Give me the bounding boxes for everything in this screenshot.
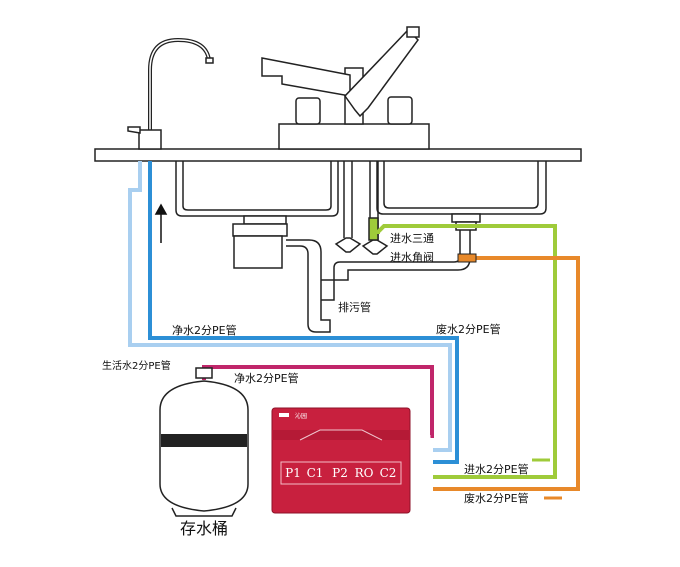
pure-water-pipe-label-top: 净水2分PE管: [172, 323, 237, 337]
pure-water-pipe-label-tank: 净水2分PE管: [234, 371, 299, 385]
storage-tank: [159, 367, 249, 517]
storage-tank-label: 存水桶: [180, 519, 228, 538]
waste-clamp: [457, 253, 477, 263]
drain-pipe-label: 排污管: [338, 300, 371, 314]
angle-valve-label: 进水角阀: [390, 250, 434, 264]
waste-water-pipe-label-bottom: 废水2分PE管: [464, 491, 529, 505]
filter-ro: RO: [355, 466, 374, 480]
sink: [94, 148, 582, 217]
inlet-tee-label: 进水三通: [390, 232, 434, 245]
filter-p1: P1: [285, 466, 301, 480]
filter-c1: C1: [307, 466, 324, 480]
domestic-water-pipe-label: 生活水2分PE管: [102, 359, 171, 372]
purifier-unit: 沁园: [271, 407, 411, 514]
port-pressure-tank: 压力桶: [412, 433, 432, 442]
port-inlet: 进水口: [412, 472, 432, 481]
port-domestic-water: 生活水: [412, 446, 432, 455]
disposer-unit: [232, 215, 288, 269]
purifier-brand: 沁园: [295, 412, 307, 420]
waste-water-pipe: [433, 256, 580, 491]
inlet-water-pipe: [373, 224, 557, 479]
port-pure-water: 净水口: [412, 459, 432, 468]
kitchen-faucet: [261, 26, 430, 150]
drain-label-bg: [336, 298, 378, 314]
filter-c2: C2: [380, 466, 397, 480]
drinking-faucet: [127, 37, 214, 150]
domestic-water-pipe: [128, 161, 452, 452]
inlet-water-pipe-label: 进水2分PE管: [464, 462, 529, 476]
waste-water-pipe-label-top: 废水2分PE管: [436, 322, 501, 336]
filter-p2: P2: [332, 466, 348, 480]
up-arrow-icon: [154, 203, 168, 243]
angle-valves: [334, 161, 389, 255]
port-waste: 废水口: [412, 484, 432, 493]
pure-water-pipe: [148, 161, 459, 464]
